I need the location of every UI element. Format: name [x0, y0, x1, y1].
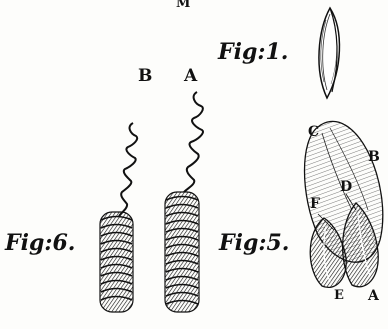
- fig6-title: Fig:6.: [5, 232, 75, 254]
- fig5-label-b: B: [368, 150, 380, 164]
- fig1-seed: [319, 8, 340, 98]
- top-letter: M: [176, 0, 190, 10]
- fig5-label-c: C: [308, 125, 319, 139]
- fig5-label-f: F: [310, 197, 320, 211]
- fig5-label-a: A: [368, 289, 379, 303]
- fig6-label-a: A: [184, 68, 197, 85]
- fig6-spiral-b: [100, 123, 137, 312]
- fig6-spiral-a: [165, 92, 203, 312]
- fig6-label-b: B: [138, 68, 152, 85]
- fig1-title: Fig:1.: [218, 41, 288, 63]
- fig5-label-e: E: [334, 289, 344, 302]
- fig5-label-d: D: [340, 180, 352, 194]
- fig5-title: Fig:5.: [219, 232, 289, 254]
